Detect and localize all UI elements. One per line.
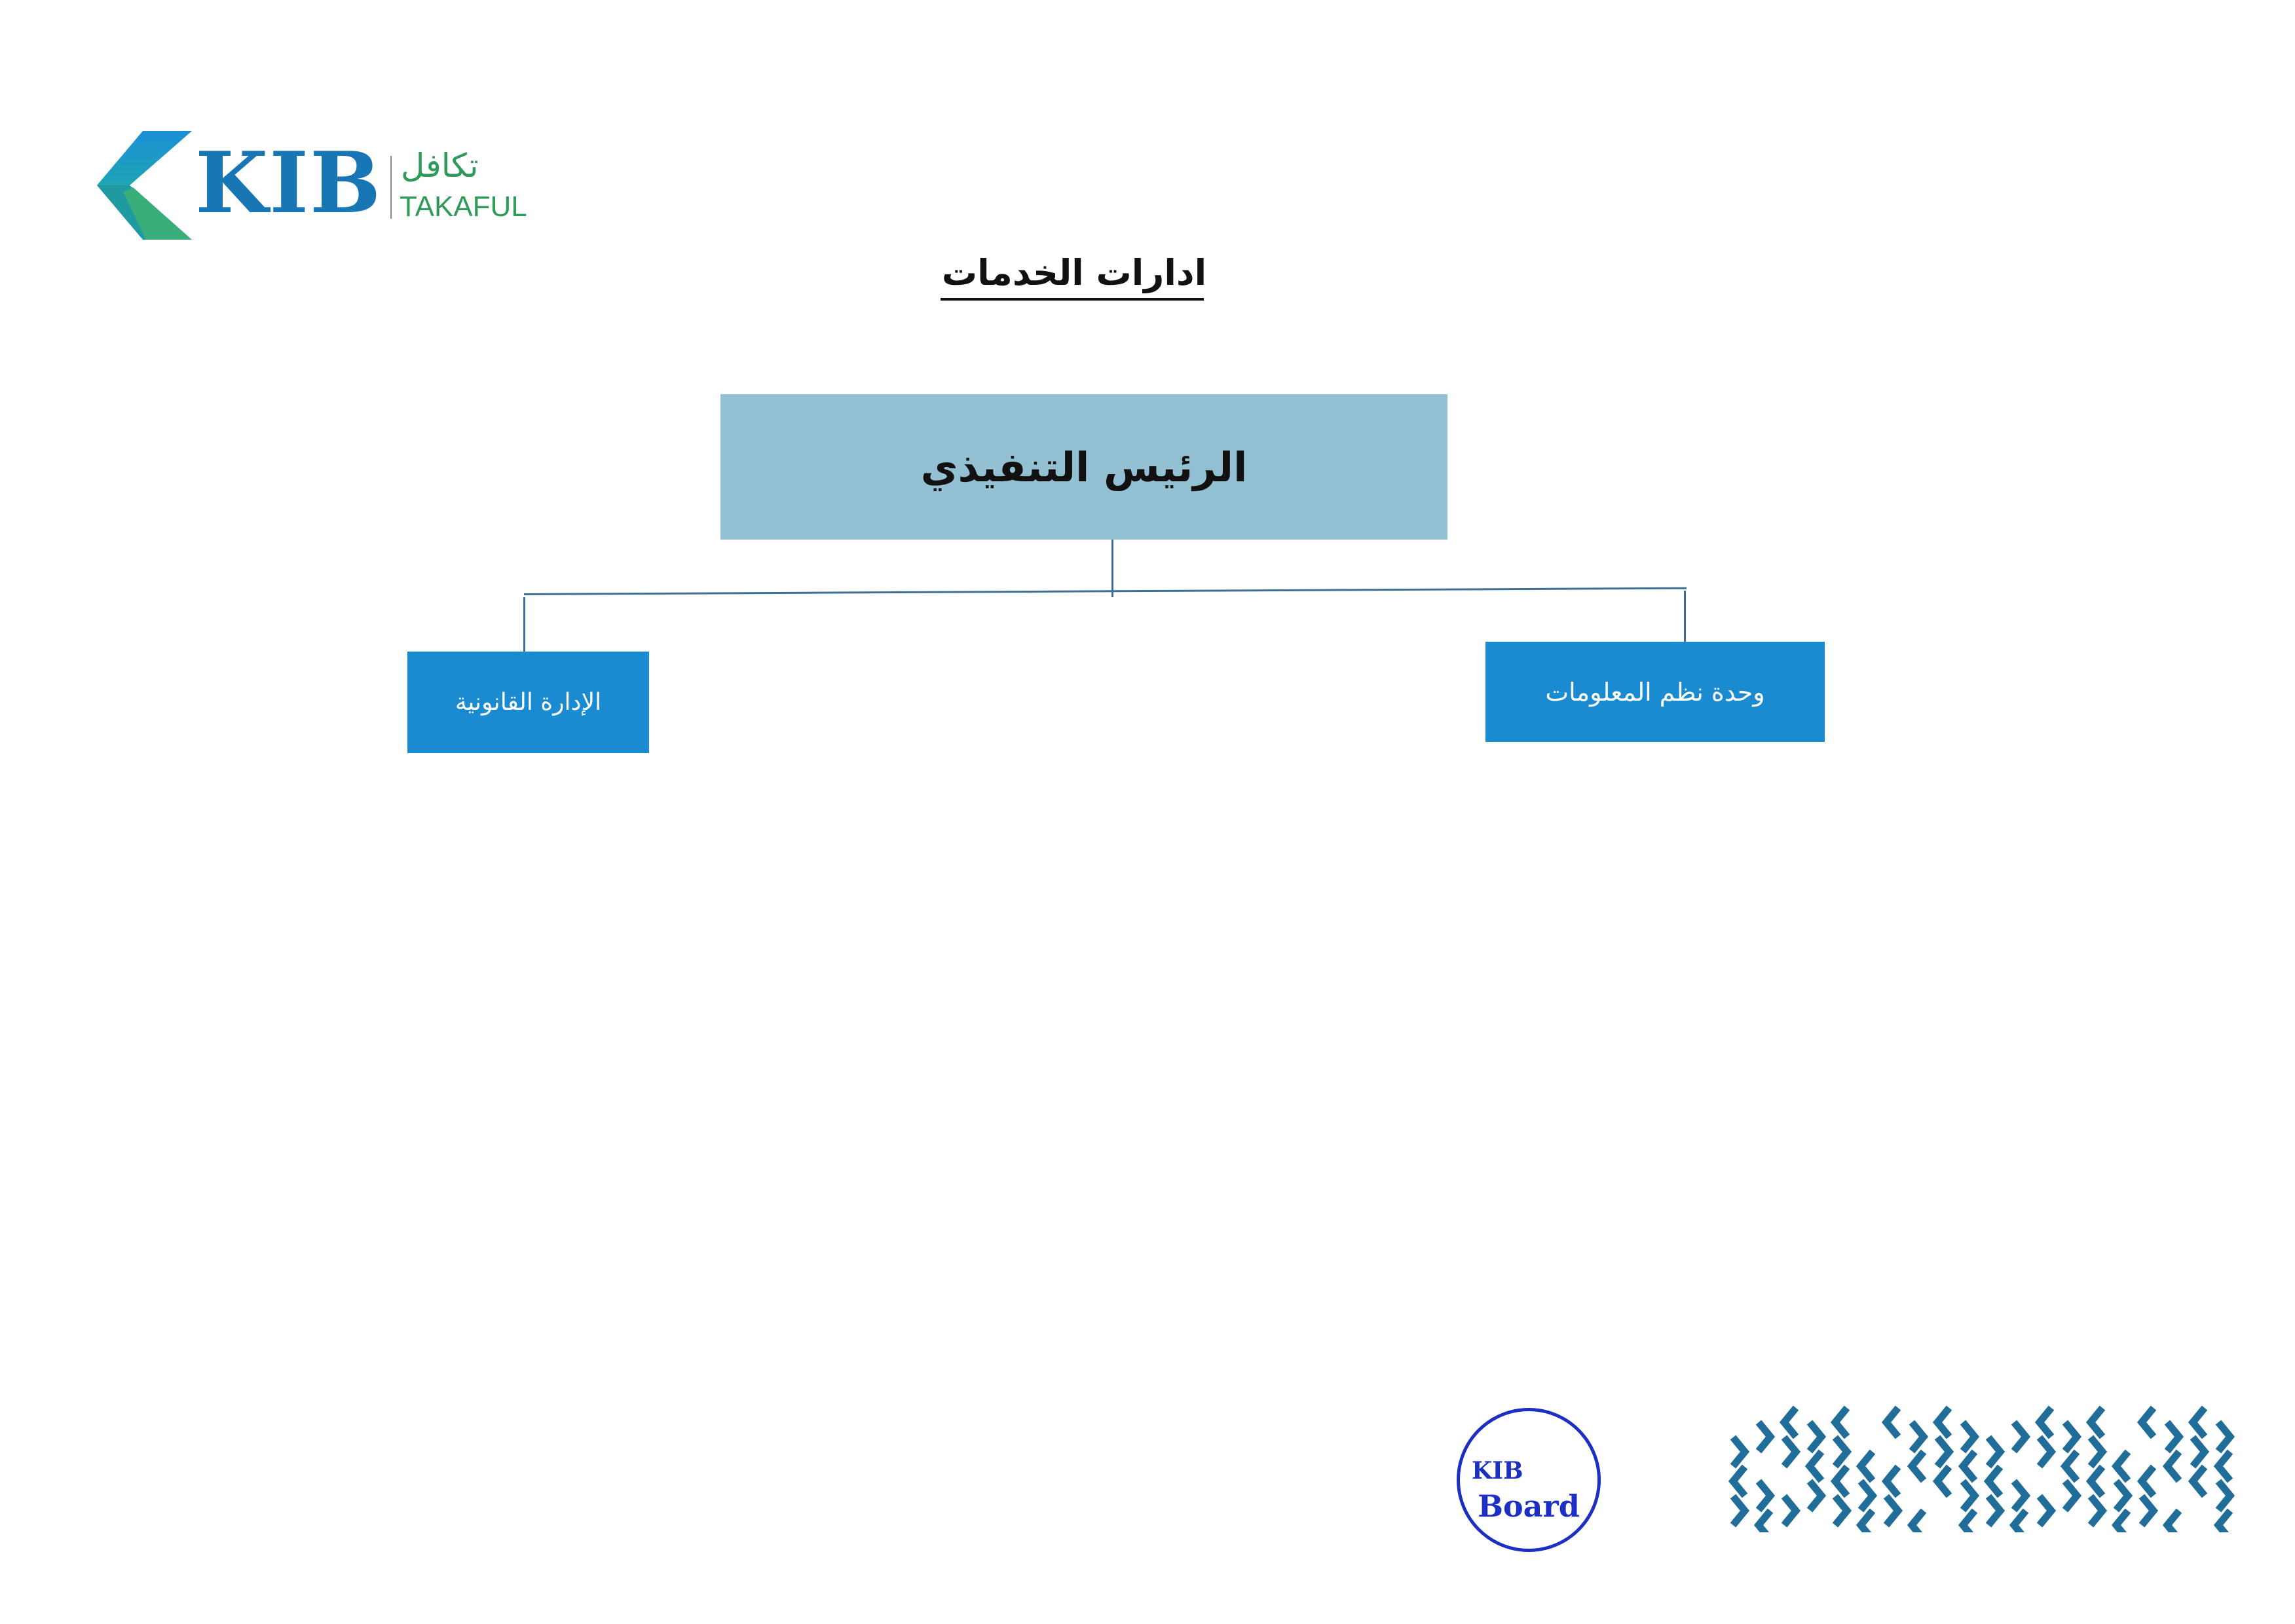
chevron-icon bbox=[2036, 1494, 2057, 1528]
chevron-icon bbox=[2036, 1435, 2057, 1469]
chevron-icon bbox=[1960, 1479, 1980, 1513]
kib-takaful-logo: KIB تكافل TAKAFUL bbox=[84, 130, 555, 241]
chevron-icon bbox=[1932, 1405, 1952, 1439]
chevron-icon bbox=[2162, 1449, 2182, 1483]
chevron-icon bbox=[2062, 1420, 2082, 1454]
chevron-icon bbox=[1856, 1449, 1876, 1483]
chevron-icon bbox=[1907, 1508, 1927, 1532]
chevron-icon bbox=[1728, 1464, 1748, 1498]
chevron-icon bbox=[2138, 1494, 2159, 1528]
chevron-icon bbox=[1856, 1508, 1876, 1532]
connector-line bbox=[523, 587, 1687, 595]
chevron-icon bbox=[1779, 1405, 1799, 1439]
chevron-pattern-decoration bbox=[1728, 1405, 2235, 1532]
chevron-icon bbox=[1832, 1494, 1852, 1528]
chevron-icon bbox=[1830, 1464, 1850, 1498]
chevron-icon bbox=[1960, 1420, 1980, 1454]
logo-kib-text: KIB bbox=[195, 134, 382, 232]
chevron-icon bbox=[1983, 1464, 2004, 1498]
chevron-icon bbox=[2085, 1405, 2106, 1439]
chevron-icon bbox=[1730, 1435, 1750, 1469]
chevron-icon bbox=[2188, 1405, 2208, 1439]
chevron-icon bbox=[1804, 1449, 1825, 1483]
chevron-icon bbox=[1883, 1494, 1903, 1528]
chevron-icon bbox=[2011, 1479, 2031, 1513]
chevron-icon bbox=[1881, 1464, 1901, 1498]
logo-separator bbox=[390, 156, 392, 219]
chevron-icon bbox=[1985, 1435, 2006, 1469]
stamp-label: Board bbox=[1478, 1488, 1580, 1524]
chevron-icon bbox=[2011, 1420, 2031, 1454]
title-underline bbox=[941, 298, 1204, 301]
chevron-icon bbox=[1806, 1479, 1827, 1513]
connector-line bbox=[1111, 540, 1113, 597]
chevron-icon bbox=[2213, 1508, 2233, 1532]
org-node-information-systems: وحدة نظم المعلومات bbox=[1485, 642, 1825, 742]
chevron-icon bbox=[2164, 1420, 2184, 1454]
chevron-icon bbox=[2215, 1420, 2235, 1454]
chevron-icon bbox=[1857, 1479, 1878, 1513]
chevron-icon bbox=[2215, 1479, 2235, 1513]
chevron-icon bbox=[2062, 1479, 2082, 1513]
chevron-icon bbox=[1781, 1435, 1801, 1469]
org-node-legal: الإدارة القانونية bbox=[407, 652, 649, 753]
chevron-icon bbox=[2111, 1508, 2131, 1532]
stamp-brand: KIB bbox=[1472, 1457, 1523, 1485]
chevron-icon bbox=[2136, 1464, 2157, 1498]
chevron-icon bbox=[1958, 1508, 1978, 1532]
chevron-icon bbox=[2136, 1405, 2157, 1439]
chevron-icon bbox=[2111, 1449, 2131, 1483]
chevron-logo-icon bbox=[97, 131, 192, 240]
board-stamp: KIB Board bbox=[1457, 1408, 1601, 1552]
chevron-icon bbox=[2190, 1435, 2210, 1469]
chevron-icon bbox=[1806, 1420, 1827, 1454]
org-node-ceo: الرئيس التنفيذي bbox=[720, 394, 1447, 540]
logo-arabic-text: تكافل bbox=[401, 147, 479, 185]
chevron-icon bbox=[2162, 1508, 2182, 1532]
chevron-icon bbox=[1832, 1435, 1852, 1469]
page-title: ادارات الخدمات bbox=[941, 252, 1207, 293]
chevron-icon bbox=[1932, 1464, 1952, 1498]
logo-english-text: TAKAFUL bbox=[400, 191, 527, 223]
chevron-icon bbox=[1755, 1479, 1776, 1513]
chevron-icon bbox=[1755, 1420, 1776, 1454]
chevron-icon bbox=[1830, 1405, 1850, 1439]
chevron-icon bbox=[2113, 1479, 2133, 1513]
chevron-icon bbox=[1958, 1449, 1978, 1483]
chevron-icon bbox=[2213, 1449, 2233, 1483]
chevron-icon bbox=[2087, 1494, 2108, 1528]
chevron-icon bbox=[1881, 1405, 1901, 1439]
chevron-icon bbox=[1730, 1494, 1750, 1528]
chevron-icon bbox=[1934, 1435, 1954, 1469]
chevron-icon bbox=[2087, 1435, 2108, 1469]
chevron-icon bbox=[2085, 1464, 2106, 1498]
chevron-icon bbox=[1985, 1494, 2006, 1528]
chevron-icon bbox=[2188, 1464, 2208, 1498]
connector-line bbox=[1684, 591, 1686, 642]
chevron-icon bbox=[1753, 1508, 1774, 1532]
connector-line bbox=[523, 597, 525, 652]
chevron-icon bbox=[2034, 1405, 2055, 1439]
chevron-icon bbox=[2060, 1449, 2080, 1483]
chevron-icon bbox=[2009, 1508, 2029, 1532]
chevron-icon bbox=[1909, 1420, 1929, 1454]
chevron-icon bbox=[1907, 1449, 1927, 1483]
chevron-icon bbox=[1781, 1494, 1801, 1528]
